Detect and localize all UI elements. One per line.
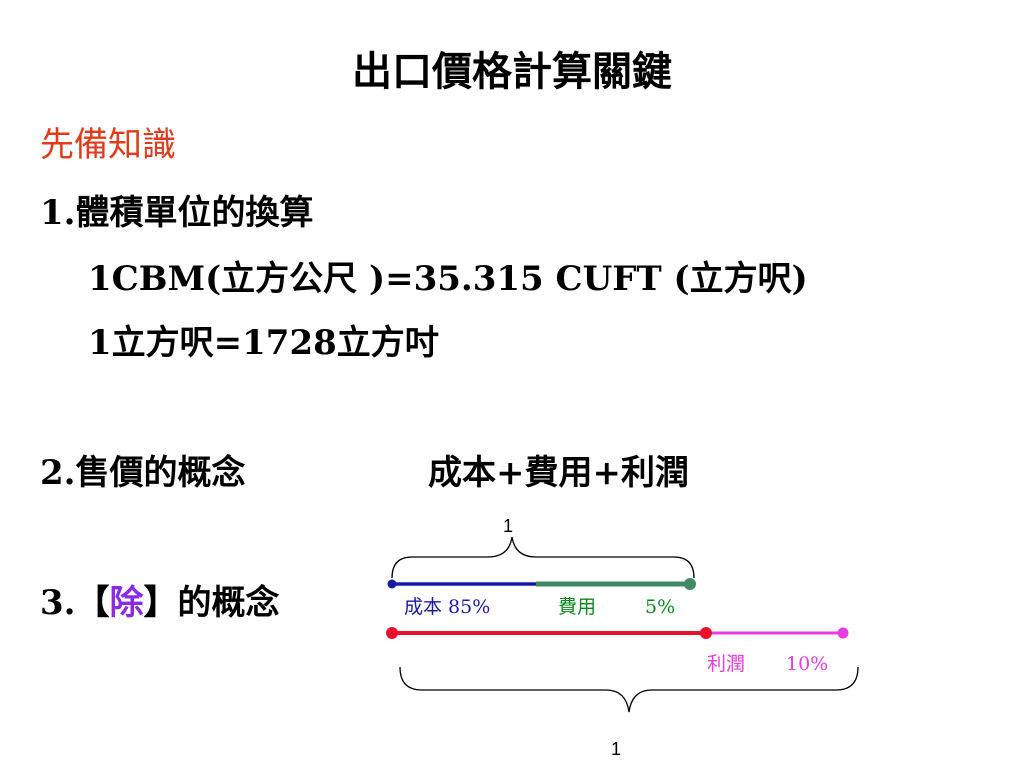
profit-percent: 10% [786, 653, 829, 675]
item3-label: 3.【除】的概念 [40, 586, 280, 620]
top-total: 1 [503, 516, 514, 536]
fee-percent: 5% [645, 596, 676, 618]
top-brace [391, 536, 695, 579]
base-end-dot [700, 627, 712, 639]
item1-heading: 1.體積單位的換算 [40, 193, 314, 233]
slide-title: 出口價格計算關鍵 [352, 48, 672, 95]
fee-end-dot [684, 578, 696, 590]
item2-label: 2.售價的概念 [40, 453, 246, 493]
item3-suffix: 】的概念 [143, 583, 280, 623]
item3-prefix: 3.【 [40, 583, 110, 623]
item1-line-cbm: 1CBM(立方公尺 )=35.315 CUFT (立方呎) [88, 259, 808, 299]
fee-label: 費用 [558, 596, 597, 618]
prereq-heading: 先備知識 [40, 125, 176, 165]
item3-highlight: 除 [109, 583, 144, 623]
profit-label: 利潤 [707, 653, 746, 675]
item1-line-cuft: 1立方呎=1728立方吋 [88, 323, 439, 363]
cost-start-dot [387, 579, 397, 589]
bottom-total: 1 [611, 739, 622, 759]
base-start-dot [386, 627, 398, 639]
profit-end-dot [837, 627, 849, 639]
item2-formula: 成本+費用+利潤 [428, 453, 689, 493]
cost-label: 成本 85% [404, 596, 491, 618]
